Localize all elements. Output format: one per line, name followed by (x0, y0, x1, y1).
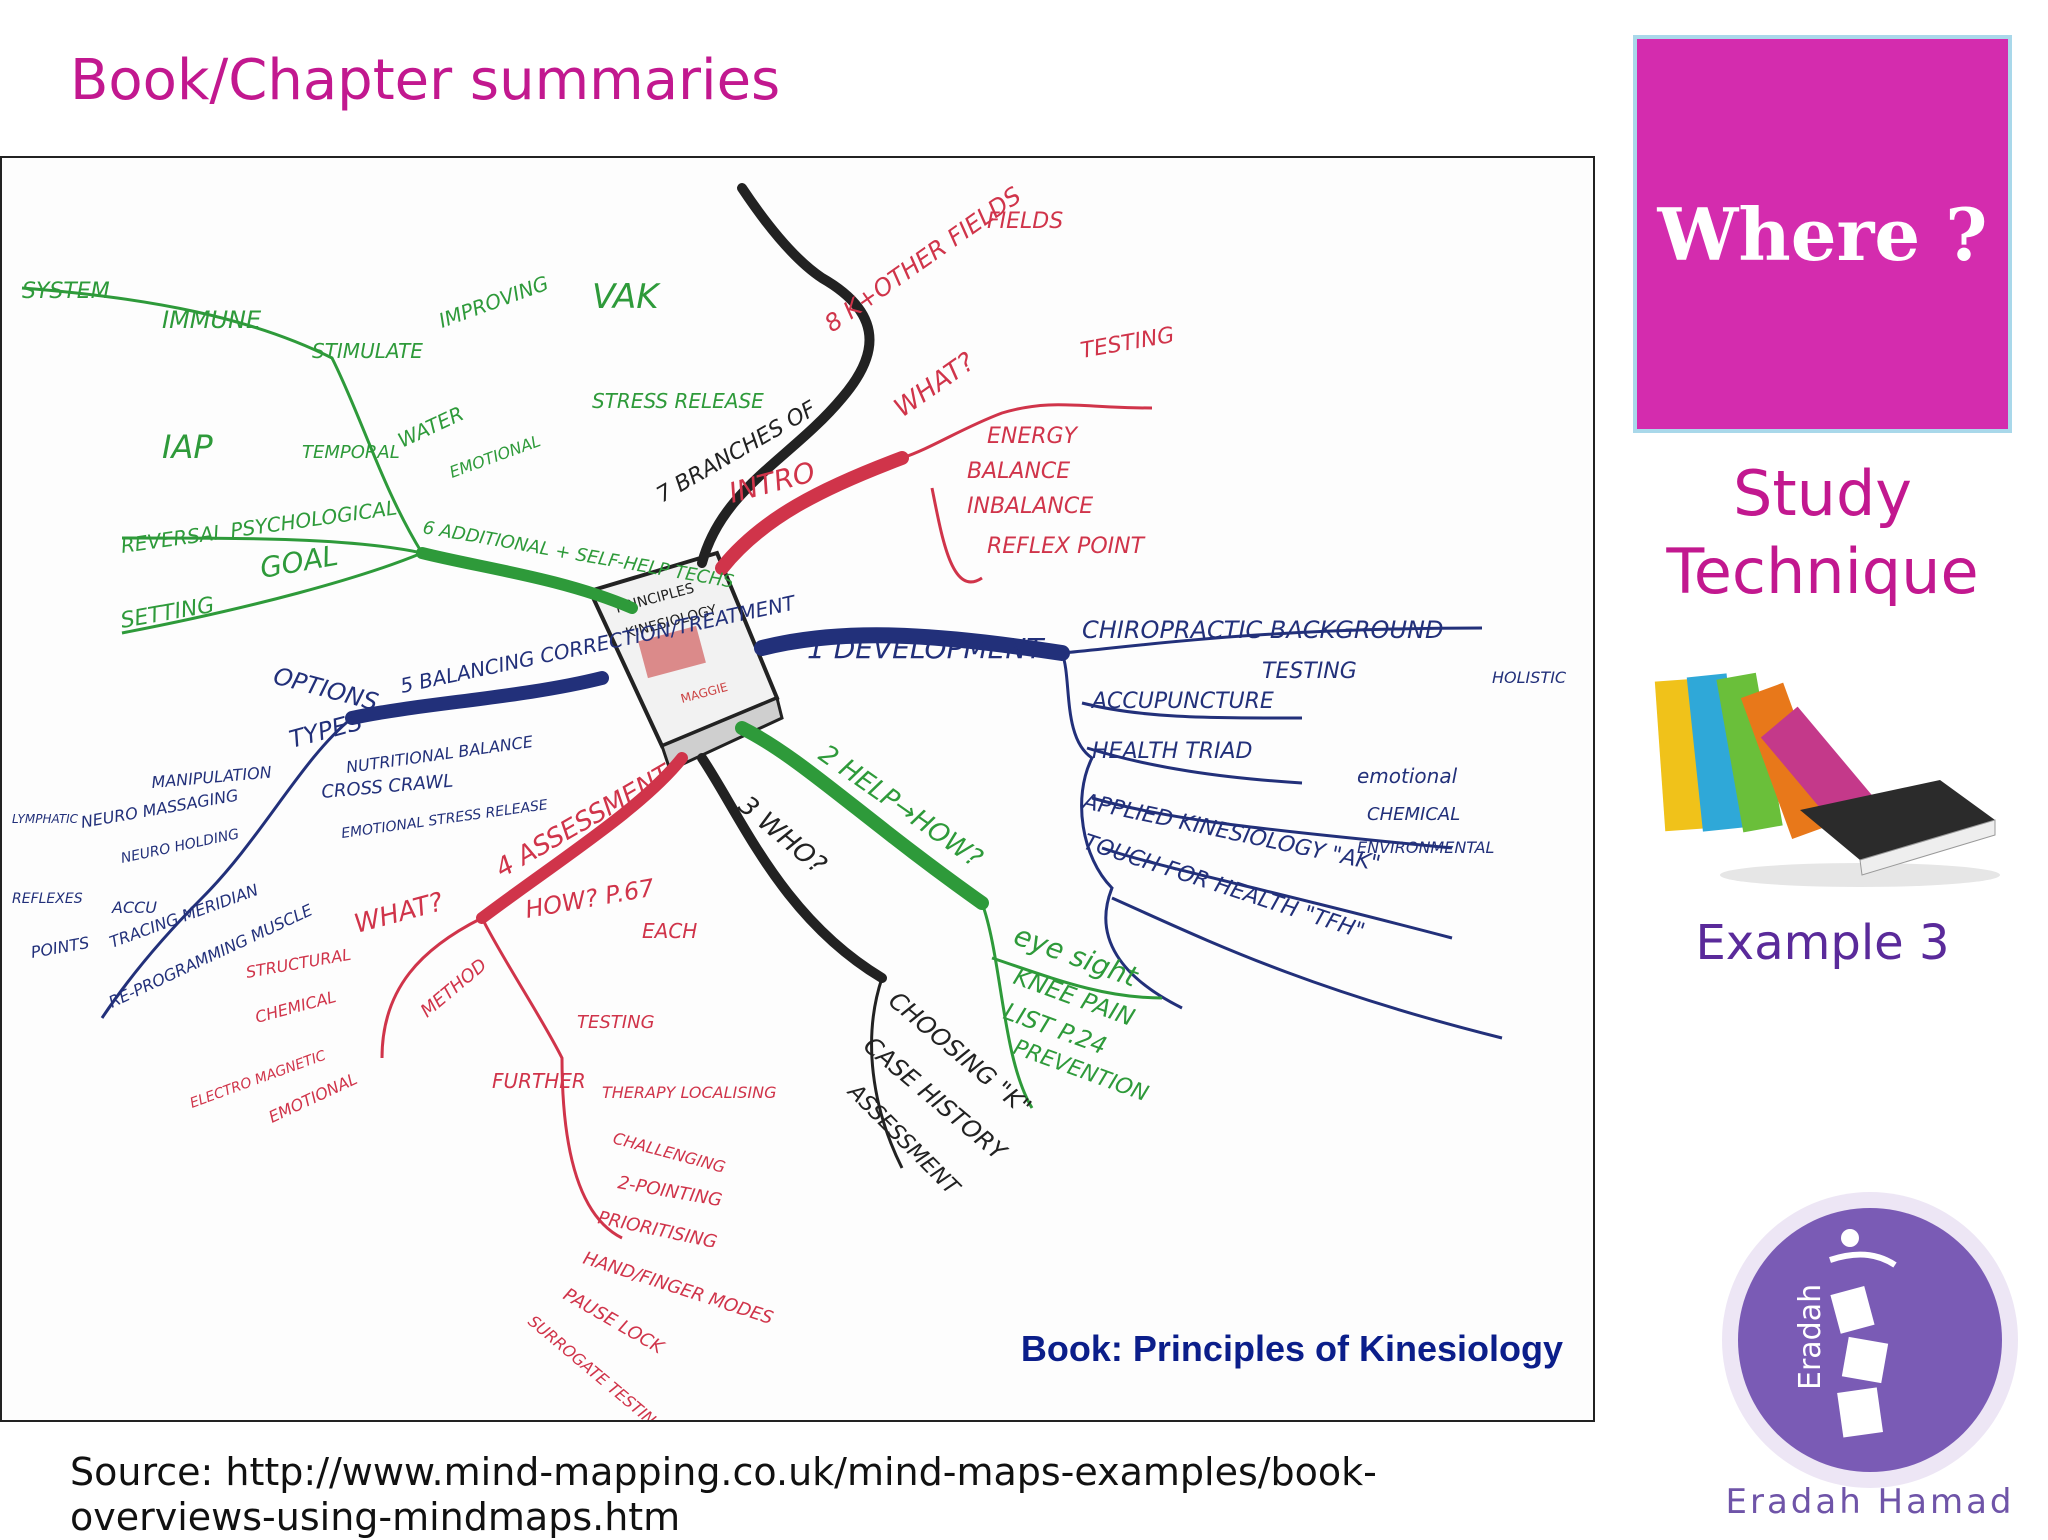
label-goal: GOAL (257, 539, 340, 585)
slide-title: Book/Chapter summaries (70, 48, 781, 113)
label-nutritional: NUTRITIONAL BALANCE (345, 732, 535, 777)
label-prioritising: PRIORITISING (596, 1207, 719, 1253)
label-what-assess: WHAT? (351, 887, 447, 940)
center-book: PRINCIPLES KINESIOLOGY MAGGIE (587, 550, 784, 773)
label-neuro-massaging: NEURO MASSAGING (79, 786, 239, 832)
study-technique: Study Technique (1633, 455, 2012, 611)
label-holistic: HOLISTIC (1492, 668, 1567, 687)
where-box: Where ? (1633, 35, 2012, 433)
study-line-1: Study (1732, 457, 1912, 530)
label-cross-crawl: CROSS CRAWL (321, 771, 454, 803)
label-fields: FIELDS (987, 209, 1063, 234)
development-labels: CHIROPRACTIC BACKGROUND TESTING HOLISTIC… (1079, 616, 1567, 945)
label-chiropractic: CHIROPRACTIC BACKGROUND (1082, 616, 1443, 644)
branch-development: 1 DEVELOPMENT (807, 632, 1045, 665)
label-system: SYSTEM (22, 279, 110, 304)
label-temporal: TEMPORAL (302, 442, 400, 463)
assessment-labels: WHAT? HOW? P.67 EACH STRUCTURAL CHEMICAL… (188, 874, 777, 1420)
label-options: OPTIONS (270, 662, 381, 717)
label-testing1: TESTING (1262, 659, 1357, 684)
label-testing-red: TESTING (577, 1012, 655, 1033)
label-reversal: REVERSAL PSYCHOLOGICAL (119, 495, 398, 558)
label-balance: BALANCE (967, 459, 1070, 484)
label-accu: ACCU (111, 898, 157, 917)
label-manipulation: MANIPULATION (151, 763, 273, 792)
label-emotional-green: EMOTIONAL (447, 431, 543, 481)
label-structural: STRUCTURAL (244, 945, 352, 982)
label-energy: ENERGY (987, 424, 1079, 449)
label-testing-top: TESTING (1079, 323, 1177, 364)
branch-additional: 6 ADDITIONAL + SELF-HELP TECHS (421, 517, 735, 592)
mind-map-image: PRINCIPLES KINESIOLOGY MAGGIE (0, 156, 1595, 1422)
label-vak: VAK (592, 277, 661, 317)
label-challenging: CHALLENGING (611, 1129, 728, 1177)
main-branches (345, 183, 1070, 983)
label-method: METHOD (417, 955, 491, 1022)
label-acupuncture: ACCUPUNCTURE (1090, 689, 1274, 714)
label-lymphatic: LYMPHATIC (12, 812, 79, 826)
label-each: EACH (642, 919, 697, 943)
branch-labels: 1 DEVELOPMENT 2 HELP→HOW? 3 WHO? 4 ASSES… (398, 181, 1045, 884)
study-line-2: Technique (1666, 535, 1979, 608)
help-labels: eye sight KNEE PAIN LIST P.24 PREVENTION (1000, 919, 1152, 1107)
label-chemical: CHEMICAL (1367, 804, 1460, 825)
label-two-pointing: 2-POINTING (616, 1172, 724, 1211)
book-caption: Book: Principles of Kinesiology (1020, 1328, 1563, 1369)
label-environmental: ENVIRONMENTAL (1357, 838, 1494, 857)
label-how-p67: HOW? P.67 (523, 874, 657, 924)
label-health-triad: HEALTH TRIAD (1092, 739, 1252, 764)
branch-help-how: 2 HELP→HOW? (813, 739, 988, 874)
label-neuro-holding: NEURO HOLDING (120, 826, 241, 867)
branch-assessment: 4 ASSESSMENT (491, 758, 679, 884)
books-icon (1654, 672, 2000, 887)
logo-text: Eradah (1793, 1284, 1828, 1390)
label-emotional: emotional (1357, 764, 1458, 788)
label-reflexes: REFLEXES (12, 891, 83, 907)
label-stimulate: STIMULATE (312, 339, 423, 363)
label-iap: IAP (162, 428, 213, 466)
sub-branches (21, 286, 1503, 1240)
example-label: Example 3 (1695, 915, 1950, 971)
eradah-logo: Eradah (1722, 1192, 2018, 1488)
mind-map-drawing: PRINCIPLES KINESIOLOGY MAGGIE (12, 181, 1567, 1420)
label-reflex: REFLEX POINT (987, 534, 1146, 559)
label-improving: IMPROVING (436, 271, 552, 333)
label-immune: IMMUNE (162, 306, 262, 334)
label-further: FURTHER (492, 1069, 586, 1093)
logo-name: Eradah Hamad (1725, 1482, 2015, 1522)
label-therapy: THERAPY LOCALISING (602, 1083, 777, 1102)
where-label: Where ? (1657, 191, 1988, 277)
branch-k-other: 8 K+OTHER FIELDS (819, 181, 1026, 338)
label-water: WATER (394, 401, 467, 452)
label-setting: SETTING (119, 593, 217, 634)
label-stress-release: STRESS RELEASE (592, 389, 764, 413)
source-text: Source: http://www.mind-mapping.co.uk/mi… (70, 1450, 1377, 1539)
label-emotional-stress: EMOTIONAL STRESS RELEASE (340, 797, 549, 842)
label-points: POINTS (29, 933, 90, 962)
label-types: TYPES (286, 708, 365, 754)
label-what-top: WHAT? (889, 347, 981, 424)
label-inbalance: INBALANCE (967, 494, 1093, 519)
label-chemical-red: CHEMICAL (253, 987, 338, 1027)
